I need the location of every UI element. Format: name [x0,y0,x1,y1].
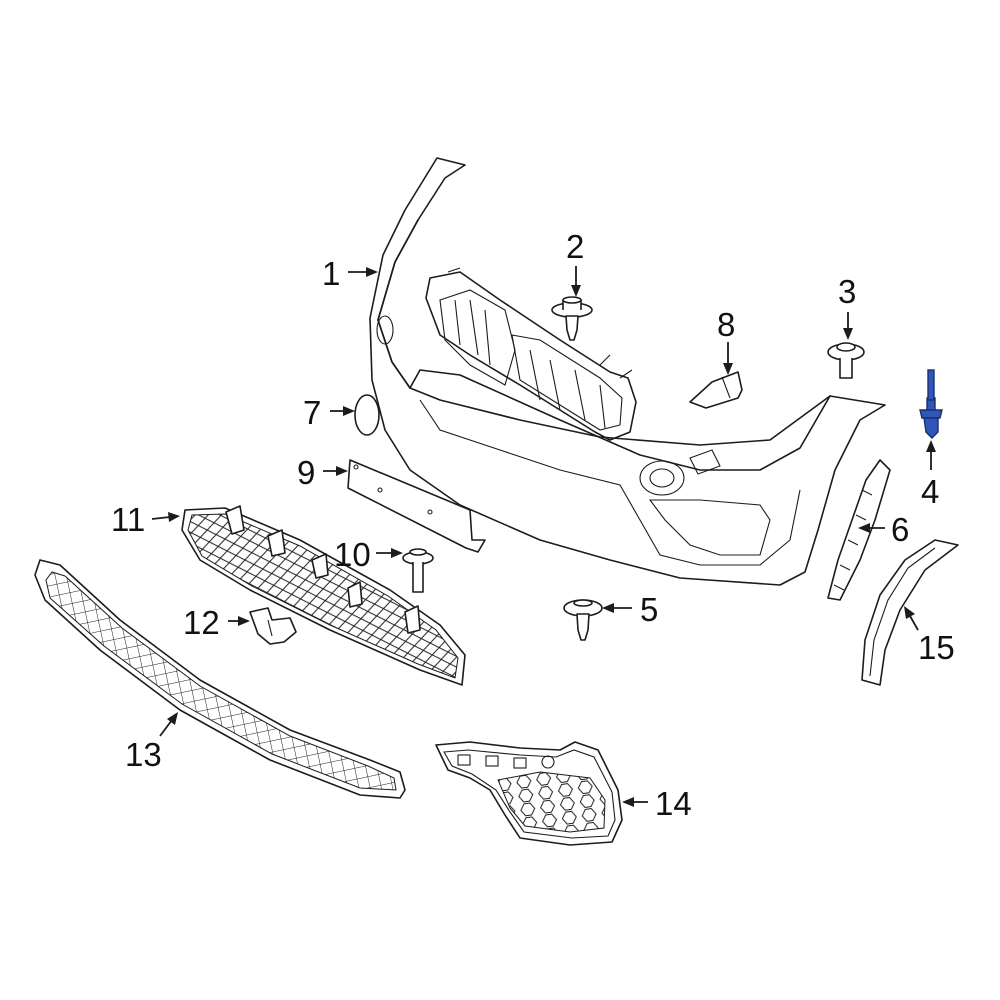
callout-12: 12 [183,604,220,641]
bumper-cover[interactable] [369,157,886,586]
leader-3 [843,312,853,340]
leader-4 [926,440,936,470]
leader-11 [151,512,180,522]
leader-15 [904,606,919,631]
callout-6: 6 [891,511,909,548]
callout-labels: 1 2 3 4 5 6 7 8 9 10 11 12 13 14 15 [111,228,955,822]
side-bracket-6[interactable] [827,459,891,601]
leader-10 [376,548,403,558]
leader-5 [602,603,632,613]
callout-15: 15 [918,629,955,666]
callout-8: 8 [717,306,735,343]
callout-14: 14 [655,785,692,822]
callout-5: 5 [640,591,658,628]
license-bracket-9[interactable] [347,459,486,553]
callout-7: 7 [303,394,321,431]
leader-13 [159,712,178,737]
bolt-10[interactable] [402,548,434,593]
bracket-12[interactable] [249,607,297,645]
push-clip-5[interactable] [563,599,603,641]
cover-8[interactable] [689,371,743,409]
leader-2 [571,266,581,297]
upper-grille-11[interactable] [181,505,466,686]
leader-1 [348,267,378,277]
callout-1: 1 [322,255,340,292]
fog-grille-14[interactable] [435,741,623,846]
lower-grille-13[interactable] [34,559,406,799]
leader-6 [858,523,885,533]
leader-14 [622,797,648,807]
callout-3: 3 [838,273,856,310]
rivet-4-highlighted[interactable] [919,369,943,439]
push-clip-2[interactable] [551,296,593,341]
cap-7[interactable] [354,394,380,436]
callout-9: 9 [297,454,315,491]
callout-11: 11 [111,501,145,538]
leader-7 [330,406,355,416]
arch-trim-15[interactable] [861,539,959,686]
callout-4: 4 [921,473,939,510]
leader-lines [151,266,936,807]
callout-2: 2 [566,228,584,265]
callout-10: 10 [334,536,371,573]
leader-12 [228,616,250,626]
clip-3[interactable] [827,342,865,379]
leader-8 [723,342,733,375]
callout-13: 13 [125,736,162,773]
leader-9 [323,466,348,476]
